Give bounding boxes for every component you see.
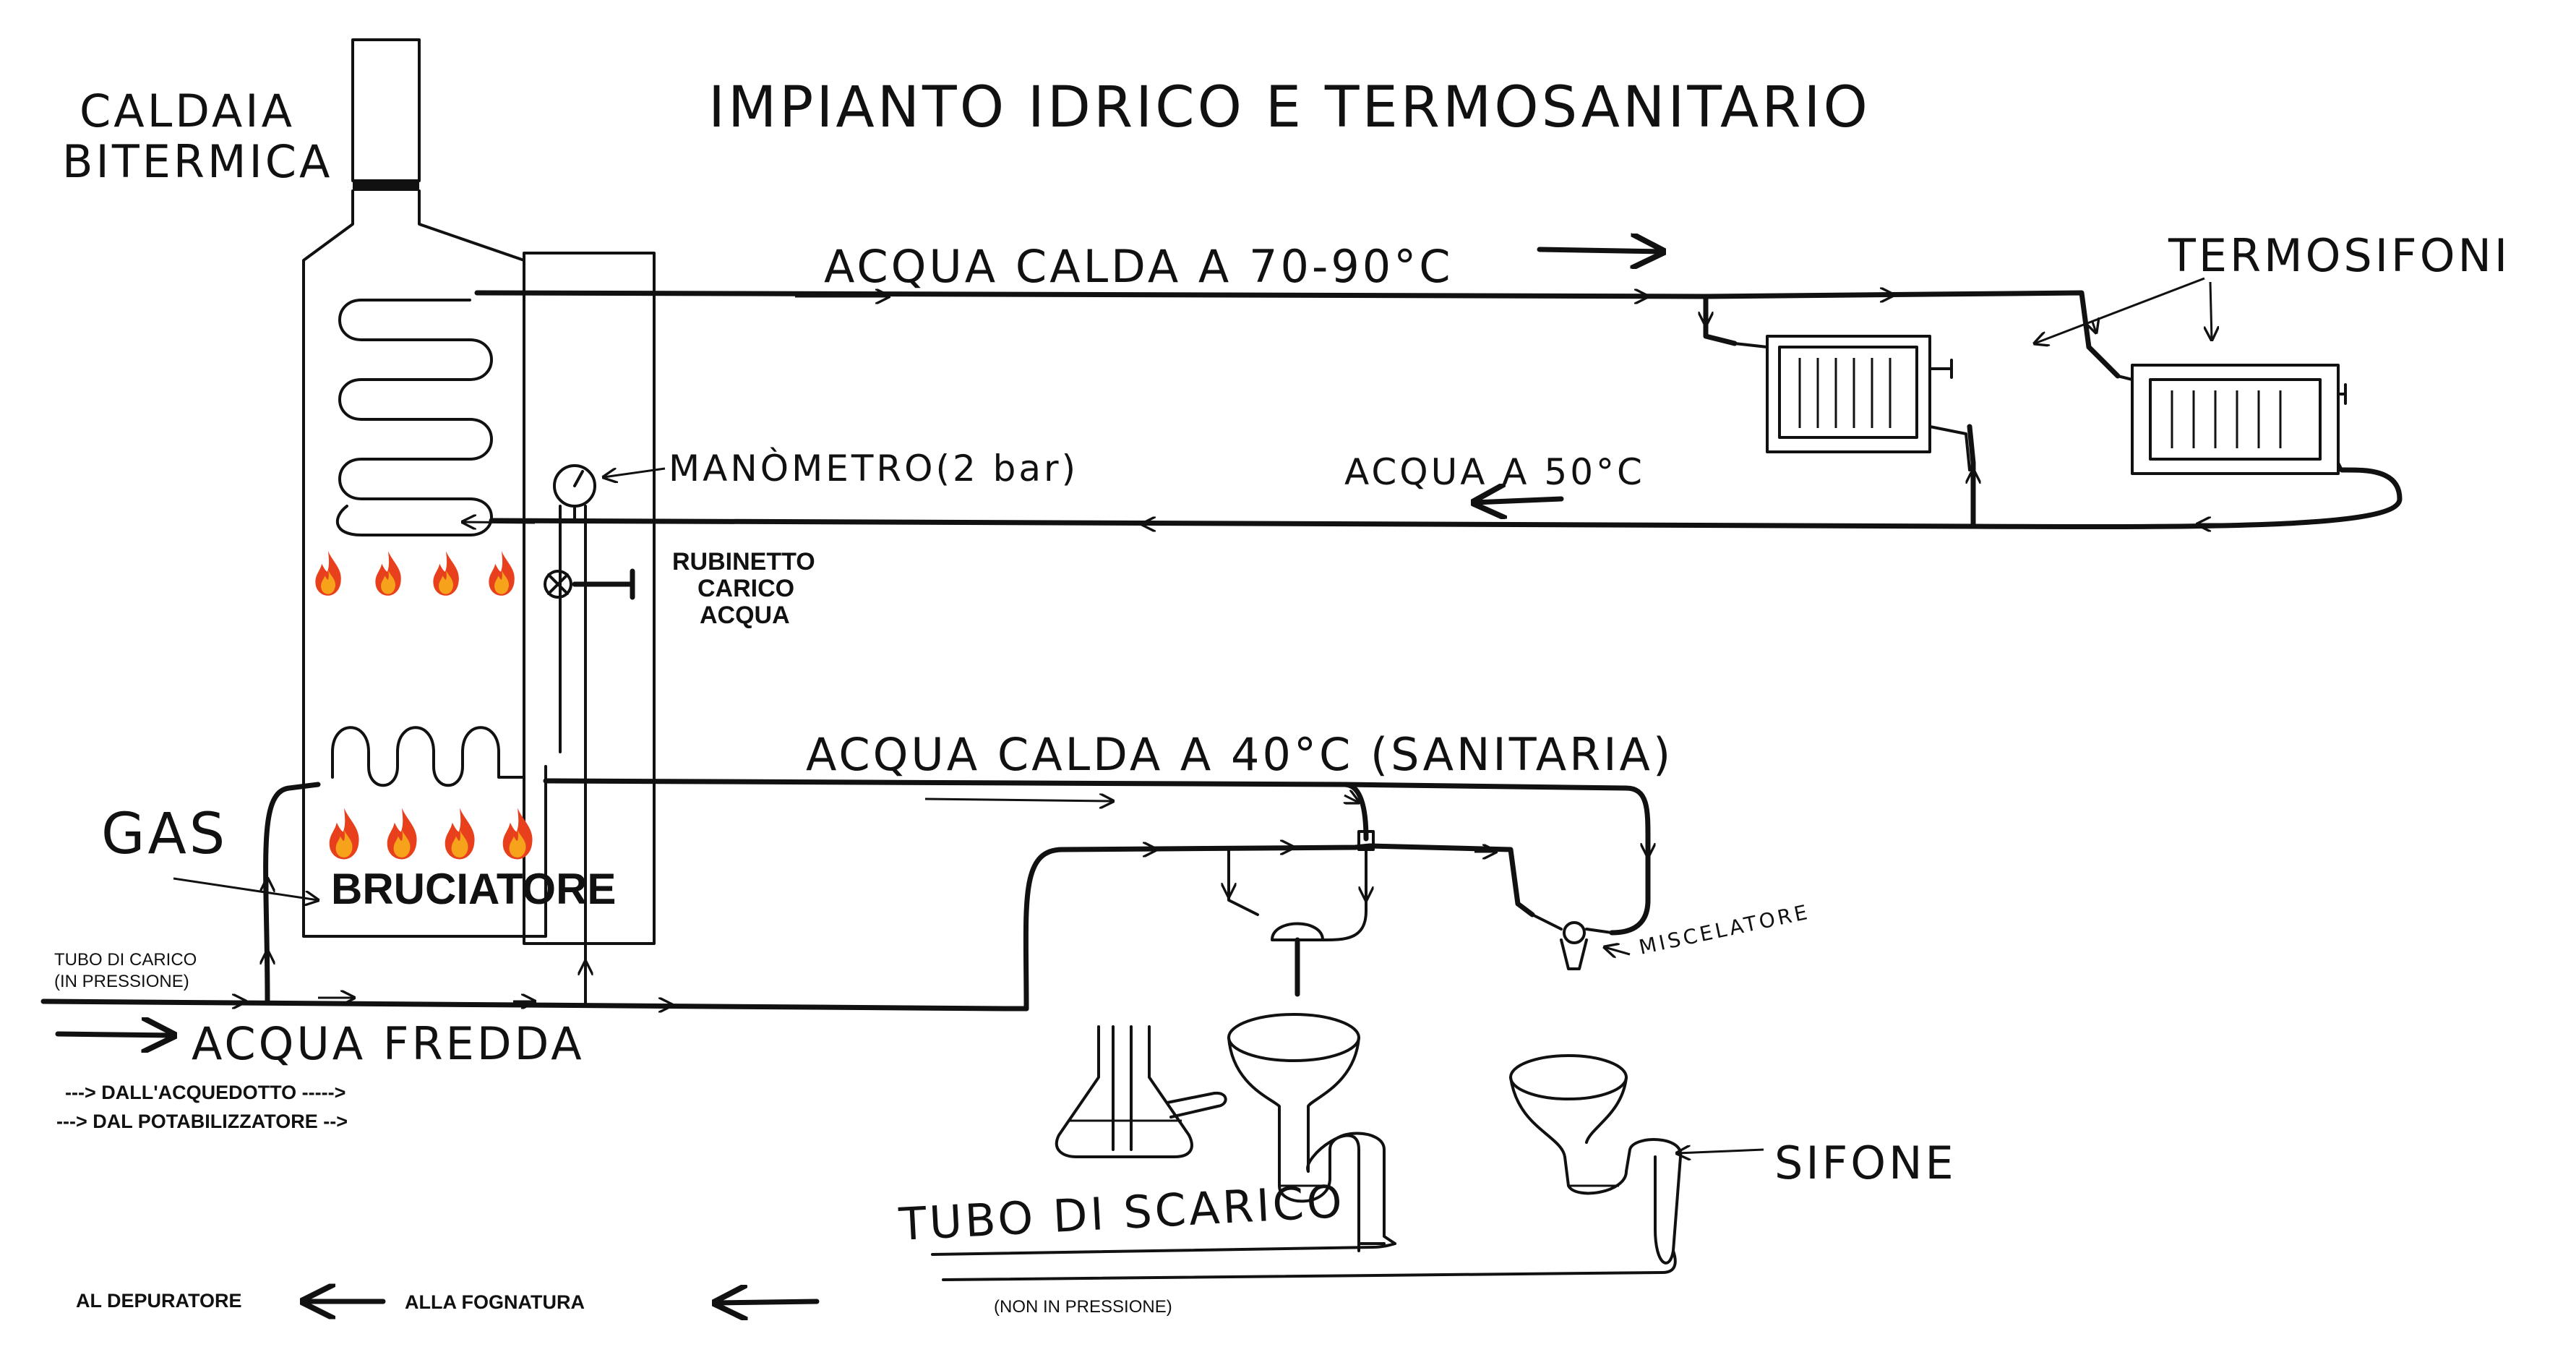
fill-valve-label-2: CARICO — [697, 575, 794, 602]
flame-icon — [489, 551, 515, 596]
fill-valve-label: RUBINETTO — [672, 548, 815, 576]
flame-row-burner — [329, 808, 533, 860]
flame-icon — [329, 808, 359, 860]
heating-circuit — [463, 249, 2403, 527]
drain-circuit — [304, 1242, 1677, 1303]
gas-label: GAS — [101, 802, 228, 867]
siphon-icon — [1625, 1138, 1683, 1265]
flame-icon — [315, 551, 341, 596]
cold-water-circuit — [40, 765, 1029, 1035]
burner-label: BRUCIATORE — [331, 865, 616, 913]
to-purifier-plant-label: AL DEPURATORE — [76, 1290, 242, 1312]
tap-icon — [1531, 913, 1613, 970]
siphon-label: SIFONE — [1774, 1137, 1957, 1189]
supply-pipe-label-2: (IN PRESSIONE) — [54, 972, 189, 991]
sink-icon — [1227, 1013, 1360, 1203]
hot-water-heating-label: ACQUA CALDA A 70-90°C — [824, 240, 1454, 293]
flame-icon — [502, 808, 533, 860]
drain-pipe-label: TUBO DI SCARICO — [897, 1175, 1346, 1251]
pressure-gauge-icon — [553, 464, 596, 522]
gas-pointer — [173, 877, 318, 900]
to-sewer-label: ALLA FOGNATURA — [405, 1291, 585, 1313]
valve-icon — [544, 568, 635, 600]
radiator-icon — [2116, 364, 2347, 475]
flask-icon — [1055, 1025, 1227, 1158]
manometer-label: MANÒMETRO(2 bar) — [669, 447, 1078, 489]
sanitary-hot-water-circuit — [543, 778, 1648, 1012]
tap-icon — [1271, 830, 1375, 997]
flame-icon — [433, 551, 459, 596]
radiators-label: TERMOSIFONI — [2168, 229, 2510, 282]
gas-pipe — [263, 782, 321, 1004]
drain-note-label: (NON IN PRESSIONE) — [994, 1297, 1172, 1317]
supply-pipe-label: TUBO DI CARICO — [54, 950, 197, 970]
mixer-label: MISCELATORE — [1637, 899, 1813, 959]
hot-water-sanitary-label: ACQUA CALDA A 40°C (SANITARIA) — [806, 728, 1673, 781]
flame-icon — [387, 808, 417, 860]
fill-valve-label-3: ACQUA — [700, 602, 790, 629]
cold-water-label: ACQUA FREDDA — [192, 1017, 585, 1070]
boiler — [302, 38, 656, 945]
from-aqueduct-label: ---> DALL'ACQUEDOTTO -----> — [65, 1082, 345, 1103]
radiator-pointer — [2210, 281, 2212, 340]
sink-icon — [1509, 1054, 1628, 1195]
manometer-pointer — [604, 467, 666, 477]
boiler-label-2: BITERMICA — [62, 135, 332, 188]
flame-icon — [375, 551, 401, 596]
radiator-icon — [1733, 335, 1971, 471]
boiler-label: CALDAIA — [80, 85, 295, 137]
radiator-pointer — [2035, 277, 2205, 343]
diagram-title: IMPIANTO IDRICO E TERMOSANITARIO — [708, 75, 1871, 140]
flame-icon — [445, 808, 475, 860]
flame-row-top — [315, 551, 515, 596]
from-purifier-label: ---> DAL POTABILIZZATORE --> — [56, 1111, 348, 1132]
siphon-icon — [1306, 1132, 1396, 1245]
mixer-pointer — [1605, 947, 1631, 954]
siphon-pointer — [1677, 1150, 1764, 1153]
return-water-label: ACQUA A 50°C — [1344, 451, 1645, 493]
